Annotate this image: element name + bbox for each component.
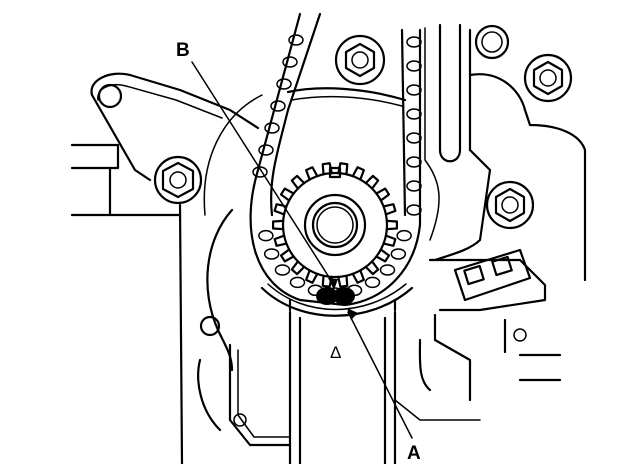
chain-link <box>288 34 304 46</box>
chain-link <box>390 248 407 260</box>
chain-link <box>258 144 274 156</box>
sensor-bracket <box>453 248 532 302</box>
sprocket-tooth <box>364 174 380 190</box>
chain-link <box>289 276 306 289</box>
sprocket-teeth <box>271 162 399 288</box>
sprocket-tooth <box>382 203 397 216</box>
chain-link <box>406 60 422 72</box>
lower-block <box>288 298 397 464</box>
chain-link <box>274 264 291 276</box>
right-top-bolt <box>523 53 573 103</box>
chain-link <box>406 132 422 144</box>
label-a: A <box>407 443 421 464</box>
sprocket-tooth <box>271 219 285 231</box>
upper-bolt <box>334 34 386 86</box>
crankshaft-hub <box>311 201 359 249</box>
leader-line-a <box>347 311 413 439</box>
bracket-hole <box>97 83 123 109</box>
chain-link <box>396 229 412 242</box>
chain-link <box>258 229 274 242</box>
sprocket-tooth <box>279 187 295 202</box>
chain-link <box>263 248 280 260</box>
chain-link <box>252 166 268 178</box>
sprocket-tooth <box>273 203 288 216</box>
sprocket-tooth <box>375 187 391 202</box>
crank-sprocket <box>271 162 399 288</box>
marked-chain-links <box>316 287 355 305</box>
chain-link <box>406 180 422 192</box>
upper-housing-edge <box>286 87 407 102</box>
chain-link <box>282 56 298 68</box>
sprocket-tooth <box>305 166 319 181</box>
sprocket-tooth <box>351 166 365 181</box>
label-b: B <box>176 40 190 61</box>
chain-link <box>264 122 280 134</box>
chain-link <box>379 264 396 276</box>
sprocket-tooth <box>290 174 306 190</box>
sprocket-tooth <box>364 260 380 276</box>
chain-link <box>406 156 422 168</box>
sprocket-tooth <box>290 260 306 276</box>
timing-chain <box>249 12 422 307</box>
sprocket-tooth <box>337 274 349 288</box>
sprocket-tooth <box>273 234 288 247</box>
sprocket-tooth <box>385 219 399 231</box>
housing-hole <box>199 315 221 337</box>
chain-guide <box>424 23 472 241</box>
left-bracket <box>70 72 260 217</box>
left-bolt <box>153 155 203 205</box>
right-housing <box>394 73 587 421</box>
right-upper-bolt <box>474 24 510 60</box>
sprocket-tooth <box>375 248 391 263</box>
chain-link <box>406 36 422 48</box>
chain-links <box>252 34 422 299</box>
chain-link <box>406 84 422 96</box>
sprocket-tooth <box>279 248 295 263</box>
sprocket-tooth <box>351 269 365 284</box>
chain-link <box>276 78 292 90</box>
sprocket-tooth <box>305 269 319 284</box>
chain-link <box>406 108 422 120</box>
chain-link <box>270 100 286 112</box>
chain-link <box>364 276 381 289</box>
sprocket-key <box>328 166 342 179</box>
chain-link <box>406 204 422 216</box>
triangle-mark: Δ <box>330 343 341 362</box>
right-middle-bolt <box>485 180 535 230</box>
lower-left-housing <box>178 94 292 464</box>
sprocket-tooth <box>382 234 397 247</box>
leader-line-b <box>191 61 335 286</box>
